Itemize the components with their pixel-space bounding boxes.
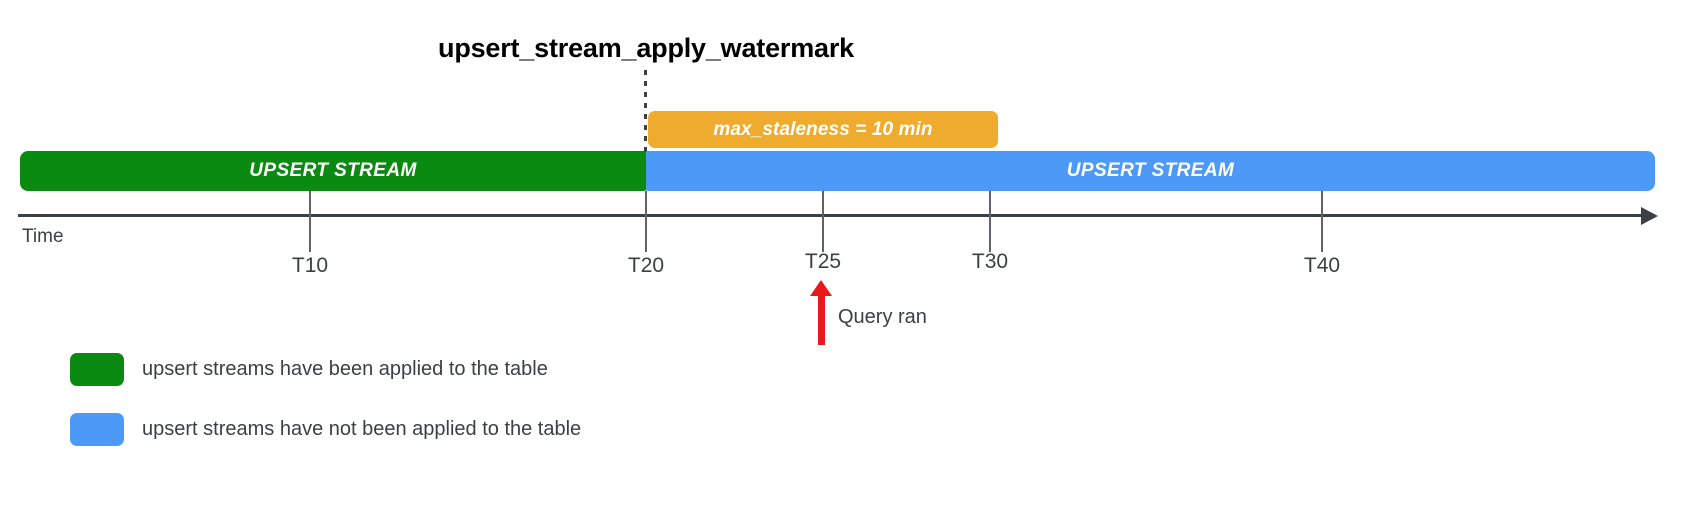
axis-tick-label-t20: T20 — [627, 254, 665, 277]
axis-tick-t30 — [989, 191, 991, 252]
axis-tick-t20 — [645, 191, 647, 252]
legend-label-applied: upsert streams have been applied to the … — [142, 358, 548, 380]
time-axis-label: Time — [22, 226, 64, 247]
arrow-right-icon — [1641, 207, 1658, 225]
legend-item-applied: upsert streams have been applied to the … — [70, 353, 548, 386]
axis-tick-t25 — [822, 191, 824, 252]
upsert-stream-applied-bar: UPSERT STREAM — [20, 151, 646, 191]
upsert-stream-not-applied-label: UPSERT STREAM — [1066, 160, 1235, 181]
axis-tick-label-t40: T40 — [1303, 254, 1341, 277]
axis-tick-t40 — [1321, 191, 1323, 252]
axis-tick-label-t10: T10 — [291, 254, 329, 277]
query-ran-arrow-icon — [810, 280, 832, 296]
watermark-dotted-line-icon — [644, 70, 647, 190]
max-staleness-label: max_staleness = 10 min — [713, 118, 933, 140]
legend-label-not-applied: upsert streams have not been applied to … — [142, 418, 582, 440]
page-title: upsert_stream_apply_watermark — [438, 33, 854, 63]
axis-tick-t10 — [309, 191, 311, 252]
time-axis — [18, 214, 1648, 217]
upsert-stream-applied-label: UPSERT STREAM — [249, 160, 417, 181]
upsert-stream-not-applied-bar: UPSERT STREAM — [646, 151, 1655, 191]
legend-swatch-blue — [70, 413, 124, 446]
axis-tick-label-t25: T25 — [804, 250, 842, 273]
legend-item-not-applied: upsert streams have not been applied to … — [70, 413, 581, 446]
axis-tick-label-t30: T30 — [971, 250, 1009, 273]
query-ran-arrow-shaft — [818, 292, 825, 345]
max-staleness-badge: max_staleness = 10 min — [648, 111, 998, 148]
legend-swatch-green — [70, 353, 124, 386]
query-ran-label: Query ran — [838, 306, 927, 328]
